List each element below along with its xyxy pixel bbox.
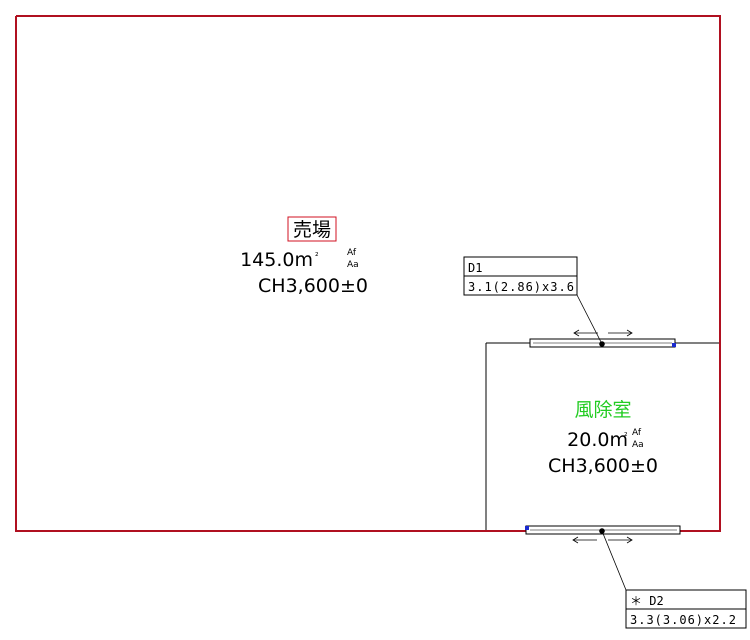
room-area-tag-aa: Aa [347, 260, 359, 270]
outer-wall [15, 15, 721, 532]
room-area-superscript: ² [315, 252, 319, 262]
door-d1-leader-line [576, 294, 603, 345]
door-d1 [529, 294, 676, 348]
room-name-box [287, 216, 337, 242]
room-area-tag-af: Af [632, 428, 642, 438]
slide-right-arrow-icon [626, 536, 633, 544]
door-tag-size: 3.1(2.86)x3.6 [468, 280, 575, 294]
room-name: 風除室 [574, 399, 631, 421]
slide-right-arrow-icon [626, 329, 633, 337]
room-ceiling-height: CH3,600±0 [258, 275, 368, 297]
room-area-superscript: ² [624, 432, 628, 442]
door-tag-label: D1 [468, 261, 482, 275]
room-name: 売場 [293, 219, 331, 241]
slide-left-arrow-icon [573, 329, 580, 337]
room-area: 145.0m [240, 249, 313, 271]
door-tag-d1: D1 3.1(2.86)x3.6 [463, 256, 578, 296]
room-label-windbreak-room: 風除室 20.0m ² Af Aa CH3,600±0 [548, 399, 658, 477]
door-tag-size: 3.3(3.06)x2.2 [630, 613, 737, 627]
door-tag-label: ＊ D2 [630, 594, 664, 608]
door-d2-leader-line [601, 530, 627, 591]
door-d1-end-marker [672, 343, 676, 347]
door-d2-end-marker [525, 526, 529, 530]
room-area-tag-af: Af [347, 248, 357, 258]
door-d2 [525, 525, 681, 591]
room-area-tag-aa: Aa [632, 440, 644, 450]
door-tag-d2: ＊ D2 3.3(3.06)x2.2 [625, 589, 747, 629]
room-area: 20.0m [567, 429, 628, 451]
room-label-sales-floor: 売場 145.0m ² Af Aa CH3,600±0 [240, 216, 368, 297]
slide-left-arrow-icon [572, 536, 579, 544]
room-ceiling-height: CH3,600±0 [548, 455, 658, 477]
